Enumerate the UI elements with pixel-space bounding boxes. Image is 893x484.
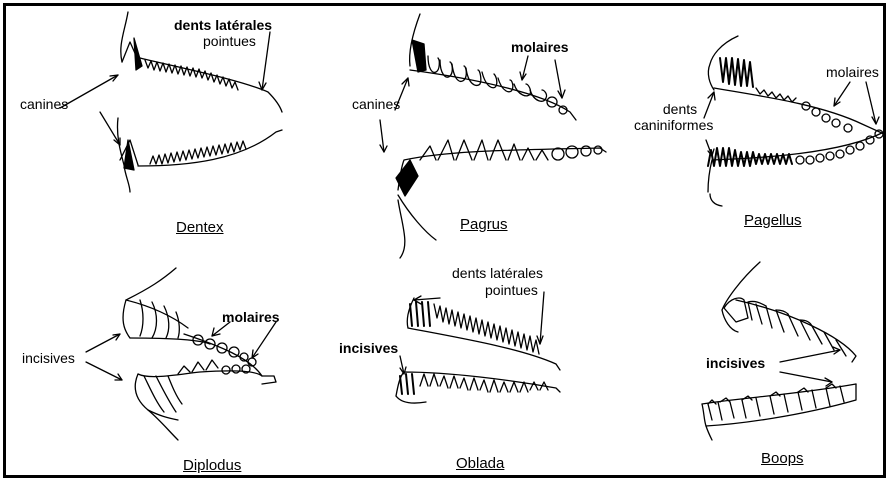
oblada-genus-title: Oblada <box>456 456 504 471</box>
pagellus-genus-title: Pagellus <box>744 213 802 228</box>
boops-genus-title: Boops <box>761 451 804 466</box>
dentex-label-canines: canines <box>20 97 68 111</box>
oblada-label-incisors: incisives <box>339 341 398 355</box>
pagrus-label-canines: canines <box>352 97 400 111</box>
diplodus-label-incisors: incisives <box>22 351 75 365</box>
pagellus-label-teeth: dents <box>650 102 710 116</box>
oblada-label-lateral-teeth: dents latérales <box>452 266 543 280</box>
diplodus-label-molars: molaires <box>222 310 280 324</box>
pagellus-jaw-drawing <box>704 36 884 206</box>
pagellus-label-caniniform: caniniformes <box>634 118 713 132</box>
oblada-label-pointed: pointues <box>485 283 538 297</box>
pagellus-label-molars: molaires <box>826 65 879 79</box>
oblada-jaw-drawing <box>396 292 560 403</box>
diplodus-genus-title: Diplodus <box>183 458 241 473</box>
pagrus-genus-title: Pagrus <box>460 217 508 232</box>
boops-label-incisors: incisives <box>706 356 765 370</box>
dentex-label-lateral-teeth: dents latérales <box>174 18 272 32</box>
diplodus-jaw-drawing <box>86 268 276 440</box>
dentex-genus-title: Dentex <box>176 220 224 235</box>
boops-jaw-drawing <box>702 262 856 440</box>
pagrus-label-molars: molaires <box>511 40 569 54</box>
dentex-label-pointed: pointues <box>203 34 256 48</box>
